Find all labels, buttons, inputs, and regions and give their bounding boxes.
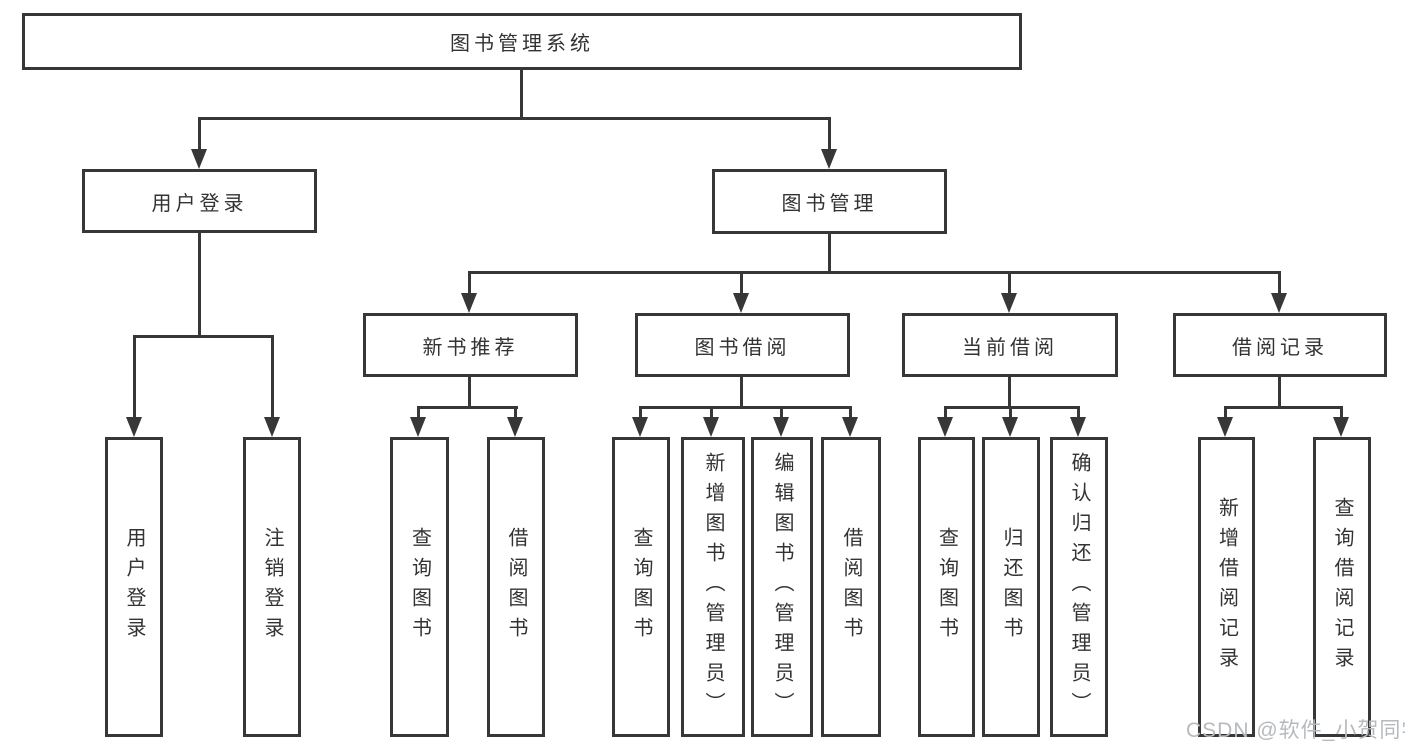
connector-current-stem: [1008, 377, 1011, 409]
arrow-down-icon: [937, 417, 953, 437]
leaf-label: 注销登录: [261, 527, 283, 647]
leaf-borrow-books-recommend: 借阅图书: [487, 437, 545, 737]
node-label: 当前借阅: [962, 336, 1058, 359]
connector-to-current-borrowing: [1008, 271, 1011, 295]
connector-records-stem: [1278, 377, 1281, 409]
arrow-down-icon: [191, 149, 207, 169]
node-new-book-recommend: 新书推荐: [363, 313, 578, 377]
connector-leaf-stub: [780, 406, 783, 419]
node-book-borrowing: 图书借阅: [635, 313, 850, 377]
connector-to-book-management: [828, 117, 831, 152]
connector-user-login-rail: [133, 335, 274, 338]
arrow-down-icon: [632, 417, 648, 437]
leaf-label: 新增图书（管理员）: [702, 452, 724, 722]
leaf-query-books-recommend: 查询图书: [390, 437, 449, 737]
arrow-down-icon: [773, 417, 789, 437]
connector-leaf-stub: [849, 406, 852, 419]
node-label: 新书推荐: [422, 336, 519, 359]
leaf-add-books-admin: 新增图书（管理员）: [681, 437, 745, 737]
connector-to-user-login: [198, 117, 201, 152]
arrow-down-icon: [842, 417, 858, 437]
node-label: 图书管理: [781, 193, 878, 215]
leaf-label: 查询图书: [408, 527, 431, 647]
node-label: 用户登录: [151, 192, 248, 215]
node-borrowing-records: 借阅记录: [1173, 313, 1387, 377]
leaf-label: 查询图书: [935, 527, 958, 647]
connector-level3-rail: [468, 271, 1281, 274]
arrow-down-icon: [410, 417, 426, 437]
connector-borrowing-stem: [740, 377, 743, 409]
connector-recommend-rail: [417, 406, 518, 409]
leaf-label: 新增借阅记录: [1215, 497, 1238, 677]
arrow-down-icon: [1333, 417, 1349, 437]
leaf-logout: 注销登录: [243, 437, 301, 737]
node-user-login: 用户登录: [82, 169, 317, 233]
connector-book-mgmt-stem: [828, 233, 831, 273]
connector-to-leaf-user-login: [133, 335, 136, 419]
connector-leaf-stub: [514, 406, 517, 419]
connector-borrowing-rail: [639, 406, 852, 409]
connector-leaf-stub: [1077, 406, 1080, 419]
leaf-query-borrow-record: 查询借阅记录: [1313, 437, 1371, 737]
arrow-down-icon: [461, 293, 477, 313]
node-current-borrowing: 当前借阅: [902, 313, 1118, 377]
leaf-return-books: 归还图书: [982, 437, 1040, 737]
connector-user-login-stem: [198, 232, 201, 337]
leaf-label: 查询借阅记录: [1331, 497, 1353, 677]
leaf-label: 借阅图书: [505, 527, 527, 647]
connector-leaf-stub: [417, 406, 420, 419]
leaf-label: 借阅图书: [840, 527, 862, 647]
csdn-watermark: CSDN @软件_小贺同学: [1186, 719, 1405, 742]
connector-recommend-stem: [468, 377, 471, 409]
connector-to-book-borrowing: [740, 271, 743, 295]
leaf-label: 查询图书: [630, 527, 652, 647]
leaf-query-books-current: 查询图书: [918, 437, 975, 737]
arrow-down-icon: [1002, 417, 1018, 437]
leaf-label: 确认归还（管理员）: [1068, 452, 1090, 722]
node-label: 图书管理系统: [450, 33, 594, 55]
connector-leaf-stub: [639, 406, 642, 419]
connector-leaf-stub: [944, 406, 947, 419]
connector-records-rail: [1224, 406, 1343, 409]
arrow-down-icon: [126, 417, 142, 437]
leaf-edit-books-admin: 编辑图书（管理员）: [751, 437, 813, 737]
leaf-label: 归还图书: [1000, 527, 1022, 647]
leaf-borrow-books: 借阅图书: [821, 437, 881, 737]
connector-leaf-stub: [1009, 406, 1012, 419]
connector-to-leaf-logout: [271, 335, 274, 419]
leaf-confirm-return-admin: 确认归还（管理员）: [1050, 437, 1108, 737]
leaf-query-books-borrowing: 查询图书: [612, 437, 670, 737]
connector-leaf-stub: [1224, 406, 1227, 419]
arrow-down-icon: [703, 417, 719, 437]
connector-current-rail: [944, 406, 1080, 409]
connector-to-new-book-recommend: [468, 271, 471, 295]
arrow-down-icon: [733, 293, 749, 313]
connector-leaf-stub: [710, 406, 713, 419]
connector-root-stem: [520, 69, 523, 118]
arrow-down-icon: [821, 149, 837, 169]
connector-level2-rail: [198, 117, 831, 120]
connector-leaf-stub: [1340, 406, 1343, 419]
arrow-down-icon: [264, 417, 280, 437]
arrow-down-icon: [1070, 417, 1086, 437]
node-label: 图书借阅: [694, 336, 791, 359]
leaf-user-login: 用户登录: [105, 437, 163, 737]
node-root-library-system: 图书管理系统: [22, 13, 1022, 70]
arrow-down-icon: [507, 417, 523, 437]
node-book-management: 图书管理: [712, 169, 947, 234]
leaf-label: 用户登录: [123, 527, 145, 647]
leaf-add-borrow-record: 新增借阅记录: [1198, 437, 1255, 737]
connector-to-borrowing-records: [1278, 271, 1281, 295]
arrow-down-icon: [1217, 417, 1233, 437]
arrow-down-icon: [1001, 293, 1017, 313]
arrow-down-icon: [1271, 293, 1287, 313]
leaf-label: 编辑图书（管理员）: [771, 452, 793, 722]
node-label: 借阅记录: [1232, 336, 1328, 359]
